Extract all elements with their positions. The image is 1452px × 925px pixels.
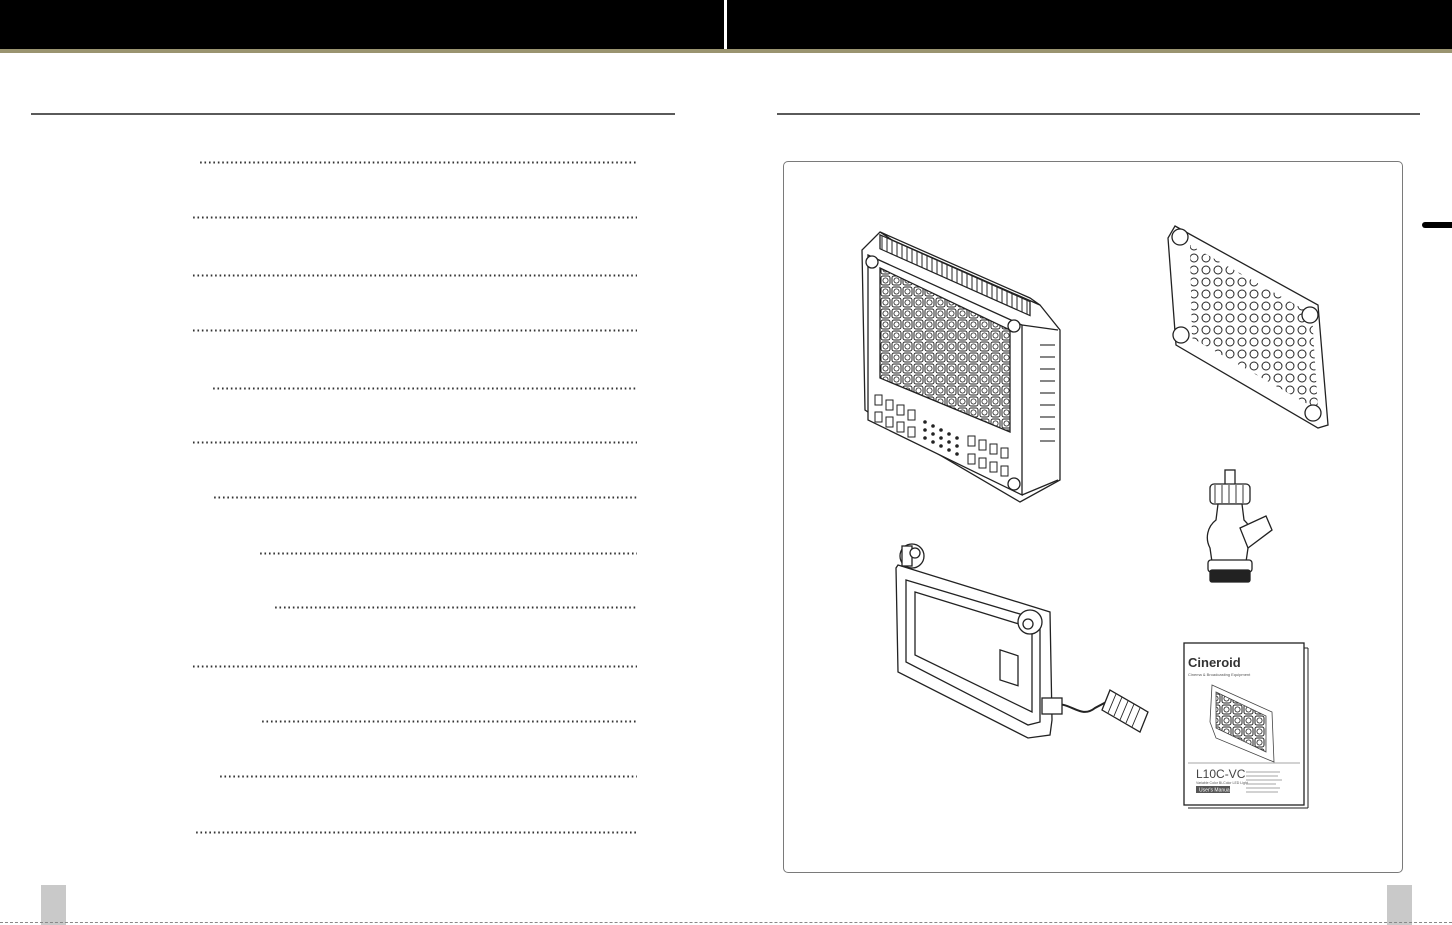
toc-leader-dots: ········································…	[189, 661, 637, 675]
left-page-number-tab	[41, 885, 66, 925]
toc-leader-dots: ········································…	[272, 602, 637, 616]
left-page-header-bar	[0, 0, 724, 49]
manual-tagline: Cinema & Broadcasting Equipment	[1188, 672, 1251, 677]
toc-row: ········································…	[190, 212, 637, 226]
toc-leader-dots: ········································…	[211, 492, 637, 506]
toc-leader-dots: ········································…	[189, 437, 637, 451]
section-index-tab	[1422, 222, 1452, 228]
package-contents-frame	[783, 161, 1403, 873]
toc-row: ········································…	[211, 492, 637, 506]
toc-row: ········································…	[272, 602, 637, 616]
toc-row: ········································…	[257, 548, 637, 562]
toc-row: ········································…	[259, 716, 637, 730]
toc-row: ········································…	[217, 771, 637, 785]
toc-row: ········································…	[197, 157, 637, 171]
bottom-trim-line	[0, 922, 1452, 923]
toc-leader-dots: ········································…	[257, 548, 637, 562]
toc-leader-dots: ········································…	[189, 325, 637, 339]
manual-model: L10C-VC	[1196, 767, 1246, 781]
manual-badge: User's Manual	[1199, 788, 1231, 794]
toc-row: ········································…	[101, 325, 637, 339]
manual-brand: Cineroid	[1188, 655, 1241, 670]
user-manual-booklet-icon: Cineroid Cinema & Broadcasting Equipment…	[1183, 642, 1309, 809]
toc-leader-dots: ········································…	[217, 771, 637, 785]
toc-row: ········································…	[184, 437, 637, 451]
toc-row: ········································…	[161, 270, 637, 284]
diffuser-plate-icon	[1167, 225, 1329, 429]
toc-row: ········································…	[193, 827, 637, 841]
toc-leader-dots: ········································…	[210, 383, 637, 397]
toc-row: ········································…	[210, 383, 637, 397]
left-section-rule	[31, 113, 675, 115]
manual-subtitle: Variable Color Bi-Color LED Light	[1196, 781, 1248, 785]
led-light-icon	[861, 231, 1061, 503]
toc-leader-dots: ········································…	[197, 157, 637, 171]
right-page-header-bar	[727, 0, 1452, 49]
toc-leader-dots: ········································…	[189, 270, 637, 284]
ball-head-mount-icon	[1206, 469, 1273, 583]
toc-leader-dots: ········································…	[193, 827, 637, 841]
battery-plate-adapter-icon	[895, 543, 1149, 739]
toc-row: ········································…	[180, 661, 637, 675]
right-page-number-tab	[1387, 885, 1412, 925]
toc-leader-dots: ········································…	[190, 212, 637, 226]
header-accent-line	[0, 49, 1452, 53]
right-section-rule	[777, 113, 1420, 115]
toc-leader-dots: ········································…	[259, 716, 637, 730]
